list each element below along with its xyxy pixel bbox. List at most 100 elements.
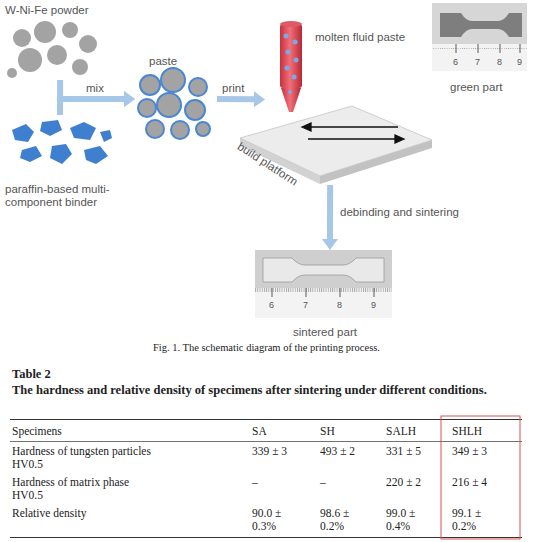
ruler (432, 44, 527, 71)
ruler-tick (340, 288, 341, 297)
table-header: SA (252, 425, 298, 438)
row-label: Relative density (12, 507, 152, 520)
ruler-tick (374, 288, 375, 297)
table-cell: – (320, 476, 366, 489)
node-label: molten fluid paste (315, 31, 405, 44)
powder-particle (34, 21, 56, 43)
ruler-number: 7 (303, 299, 308, 312)
ruler-tick (500, 44, 501, 53)
table-rule (10, 419, 522, 420)
table-header: SH (320, 425, 366, 438)
paste-dot (292, 75, 297, 80)
flow-arrow (60, 80, 135, 107)
binder-piece (12, 124, 34, 142)
arrow-shaft (327, 185, 333, 239)
paste-particles (138, 68, 210, 139)
table-cell: 90.0 ± 0.3% (252, 507, 298, 532)
edge-label: debinding and sintering (340, 206, 459, 219)
binder-piece (100, 130, 112, 142)
node-label: W-Ni-Fe powder (5, 4, 89, 17)
motion-line (308, 138, 398, 139)
highlight-box (441, 416, 520, 539)
sintered-part-photo (255, 250, 392, 318)
binder-piece (40, 120, 62, 136)
arrow-shaft (217, 96, 254, 102)
ruler-tick (520, 44, 521, 53)
flow-arrow (217, 91, 265, 107)
ruler-tick (306, 288, 307, 297)
syringe-tip (281, 88, 301, 112)
paste-dot (284, 34, 289, 39)
paste-dot (288, 90, 292, 94)
figure-caption: Fig. 1. The schematic diagram of the pri… (0, 342, 533, 353)
powder-particle (79, 35, 97, 53)
binder-piece (50, 144, 72, 164)
printer-group: molten fluid pastebuild platform (265, 25, 432, 185)
ruler-number: 7 (475, 56, 480, 69)
table-rule (10, 441, 522, 442)
node-label: build platform (235, 140, 300, 189)
coated-particle (171, 121, 189, 139)
table-rules (10, 420, 522, 538)
row-label: Hardness of matrix phase HV0.5 (12, 476, 152, 501)
coated-particle (138, 99, 156, 117)
edge-label: mix (86, 82, 104, 95)
powder-particle (13, 29, 31, 47)
motion-arrows (302, 123, 404, 143)
syringe-cap (280, 21, 302, 27)
ruler-ticks (255, 288, 392, 293)
arrow-head (124, 91, 135, 107)
table-cell: 99.0 ± 0.4% (386, 507, 432, 532)
binder-piece (20, 146, 42, 162)
arrow-head (322, 239, 338, 250)
powder-group: W-Ni-Fe powder (5, 3, 100, 80)
node-label: paraffin-based multi-component binder (5, 183, 130, 209)
node-label: paste (149, 55, 177, 68)
flow-arrow (60, 91, 135, 115)
ruler-number: 9 (371, 299, 376, 312)
ruler-number: 9 (517, 56, 522, 69)
ruler-number: 6 (453, 56, 458, 69)
powder-particle (18, 48, 42, 72)
table-rule (10, 537, 522, 538)
table-cell: 216 ± 4 (452, 476, 498, 489)
edge-label: print (222, 82, 244, 95)
table-cell: 99.1 ± 0.2% (452, 507, 498, 532)
green-part-photo-box: green part (432, 3, 527, 95)
binder-group: paraffin-based multi-component binder (5, 115, 130, 215)
powder-particles (7, 21, 97, 78)
paste-dot (294, 58, 299, 63)
ruler-tick (456, 44, 457, 53)
paste-dots (284, 34, 299, 95)
coated-particle (196, 122, 210, 136)
row-label: Hardness of tungsten particles HV0.5 (12, 445, 152, 470)
binder-piece (70, 122, 96, 140)
coated-particle (185, 100, 205, 120)
paste-dot (286, 50, 291, 55)
green-specimen (440, 13, 522, 37)
table-cell: – (252, 476, 298, 489)
ruler-number: 8 (337, 299, 342, 312)
coated-particle (146, 120, 164, 138)
table-cell: 349 ± 3 (452, 445, 498, 458)
paste-dot (285, 66, 290, 71)
flow-arrow (322, 185, 338, 250)
binder-pieces (12, 120, 112, 164)
node-label: green part (450, 81, 502, 94)
photo-background (255, 250, 392, 318)
ruler-number: 6 (269, 299, 274, 312)
ruler-ticks (432, 44, 527, 49)
motion-head (302, 123, 311, 131)
coated-particle (161, 68, 185, 92)
ruler-tick (272, 288, 273, 297)
powder-particle (62, 22, 78, 38)
ruler-major-ticks (456, 44, 520, 53)
coated-particle (189, 78, 207, 96)
binder-piece (84, 146, 108, 164)
motion-line (308, 126, 398, 127)
table-header: SALH (386, 425, 432, 438)
syringe-nozzle (280, 21, 302, 112)
ruler-tick (478, 44, 479, 53)
